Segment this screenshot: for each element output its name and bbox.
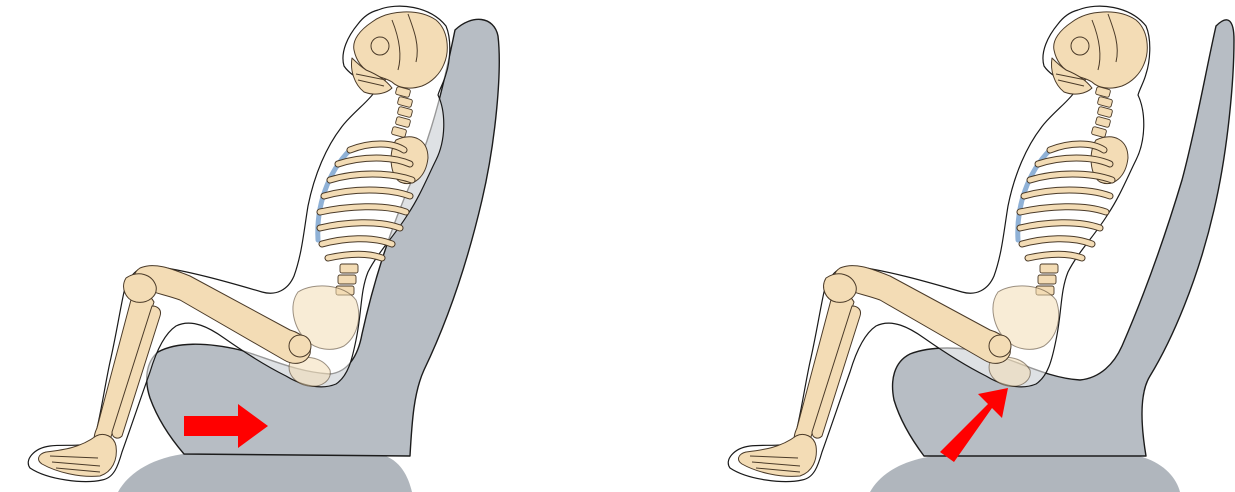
left-panel [28,6,499,492]
seat-base-left [118,452,412,492]
right-panel [728,6,1234,492]
seat-base-right [870,454,1180,492]
